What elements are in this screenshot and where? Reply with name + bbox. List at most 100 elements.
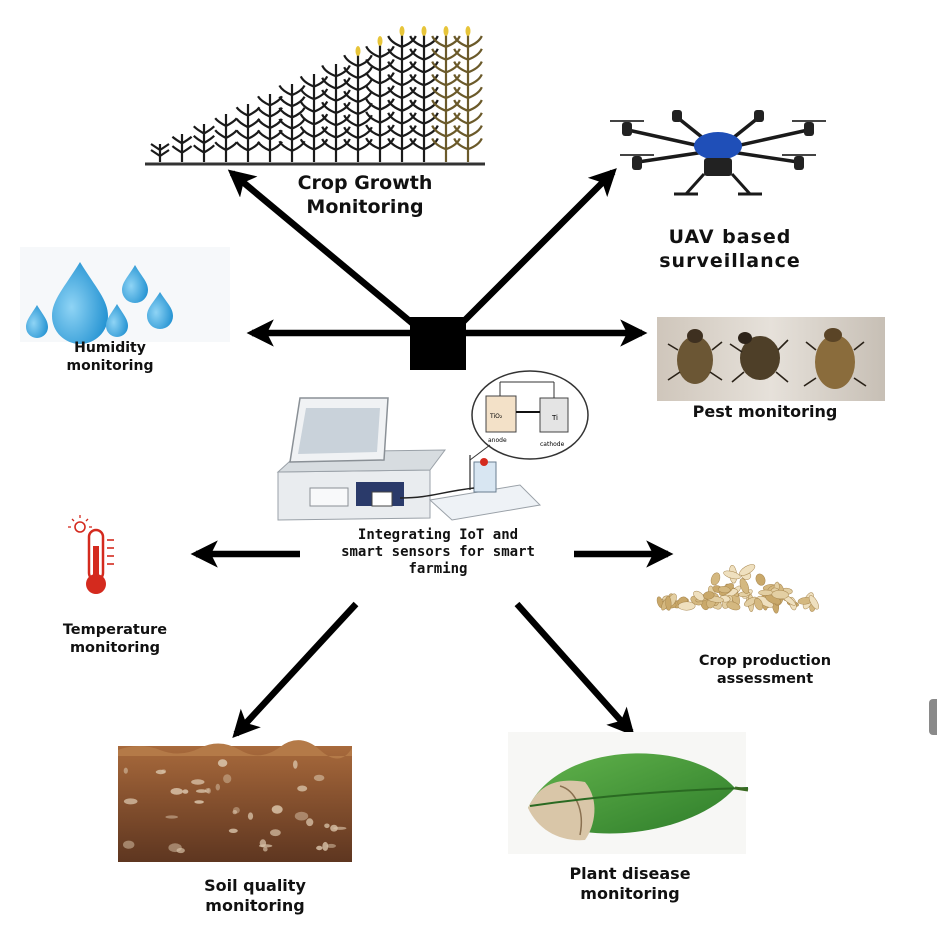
arrow-crop-growth — [227, 169, 415, 326]
soil-stone — [215, 783, 220, 791]
soil-stone — [322, 841, 329, 851]
grain-flake — [755, 573, 766, 586]
diseased-leaf-image — [508, 732, 749, 854]
crop-growth-line-1: Crop Growth — [297, 172, 433, 194]
crop-plant — [321, 64, 351, 162]
sensor-plate-label: TiO₂ — [489, 413, 503, 420]
grain-flake — [739, 578, 750, 594]
ti-label: Ti — [551, 414, 558, 422]
crop-plant — [171, 134, 193, 162]
crop-plant — [431, 34, 461, 162]
disease-line-1: Plant disease — [569, 864, 691, 883]
soil-stone — [316, 845, 323, 851]
side-scroll-tab[interactable] — [929, 699, 937, 735]
pest-beetles-image — [657, 317, 885, 401]
soil-stone — [123, 798, 138, 805]
soil-stone — [182, 789, 189, 794]
tassel — [377, 36, 383, 46]
soil-stone — [270, 829, 281, 837]
grain-flake — [808, 595, 819, 610]
thermometer-icon — [68, 515, 114, 594]
grain-flake — [753, 597, 764, 611]
tassel — [399, 26, 405, 36]
grain-flake — [723, 570, 741, 580]
soil-stone — [195, 789, 208, 793]
soil-stone — [333, 826, 347, 830]
crop-plant — [257, 94, 283, 162]
grain-flake — [739, 564, 756, 576]
soil-stone — [294, 811, 309, 821]
arrow-disease — [514, 601, 635, 737]
crop-plant — [192, 124, 216, 162]
grain-flake — [726, 601, 741, 611]
humidity-line-1: Humidity — [74, 340, 146, 356]
arrow-soil — [232, 601, 359, 739]
tassel — [355, 46, 361, 56]
soil-stone — [247, 812, 254, 820]
crop-production-line-2: assessment — [716, 671, 814, 688]
grain-flake — [758, 589, 774, 596]
crop-production-line-1: Crop production — [698, 653, 832, 669]
electrochemical-workstation-device: TiO₂ Ti anode cathode — [276, 370, 589, 521]
crop-growth-illustration — [145, 26, 485, 166]
grain-flake — [710, 572, 721, 586]
soil-stone — [123, 840, 135, 849]
soil-stone — [306, 818, 314, 827]
soil-stone — [191, 779, 205, 785]
disease-line-2: monitoring — [580, 884, 680, 903]
soil-line-1: Soil quality — [204, 876, 306, 895]
crop-plant — [299, 74, 329, 162]
crop-production-label: Crop production assessment — [650, 652, 880, 688]
soil-stone — [228, 828, 238, 833]
crop-plant — [365, 44, 395, 162]
center-line-1: Integrating IoT and — [357, 527, 519, 543]
soil-stone — [326, 843, 337, 848]
arrows — [190, 168, 674, 739]
crop-growth-label: Crop Growth Monitoring — [250, 172, 480, 220]
grain-flake — [718, 586, 731, 594]
crop-growth-line-2: Monitoring — [306, 195, 424, 218]
uav-line-2: surveillance — [659, 249, 801, 272]
grain-flake — [703, 591, 715, 600]
soil-stone — [293, 760, 298, 769]
uav-line-1: UAV based — [668, 226, 792, 248]
soil-line-2: monitoring — [205, 896, 305, 915]
soil-stone — [165, 815, 178, 819]
crop-plant — [235, 104, 261, 162]
tassel — [443, 26, 449, 36]
tassel — [465, 26, 471, 36]
temperature-line-2: monitoring — [69, 640, 161, 657]
soil-stone — [194, 800, 204, 804]
soil-stone — [217, 759, 228, 767]
grain-flake — [693, 590, 705, 601]
grain-flake — [677, 601, 696, 611]
soil-stone — [161, 769, 167, 773]
soil-stone — [232, 810, 238, 815]
soil-stone — [324, 823, 330, 829]
pest-line-1: Pest monitoring — [692, 402, 838, 421]
humidity-line-2: monitoring — [66, 357, 154, 374]
temperature-label: Temperature monitoring — [30, 621, 200, 657]
crop-plant — [453, 34, 483, 162]
cathode-label: cathode — [540, 441, 565, 448]
water-droplets-icon — [20, 247, 230, 344]
soil-stone — [204, 788, 210, 794]
crop-plant — [409, 34, 439, 162]
soil-stone — [123, 767, 128, 774]
center-label: Integrating IoT and smart sensors for sm… — [288, 527, 588, 577]
pest-label: Pest monitoring — [640, 402, 890, 422]
crop-plant — [278, 84, 306, 162]
soil-label: Soil quality monitoring — [150, 876, 360, 916]
anode-label: anode — [488, 437, 507, 444]
soil-stone — [170, 788, 183, 795]
crop-plant — [150, 143, 170, 162]
center-line-3: farming — [408, 560, 468, 577]
crop-plant — [343, 54, 373, 162]
soil-stone — [297, 785, 308, 792]
temperature-line-1: Temperature — [62, 622, 168, 638]
soil-cross-section-image — [118, 740, 352, 862]
grain-flake — [665, 595, 672, 611]
uav-label: UAV based surveillance — [600, 226, 860, 274]
soil-stone — [223, 774, 232, 784]
